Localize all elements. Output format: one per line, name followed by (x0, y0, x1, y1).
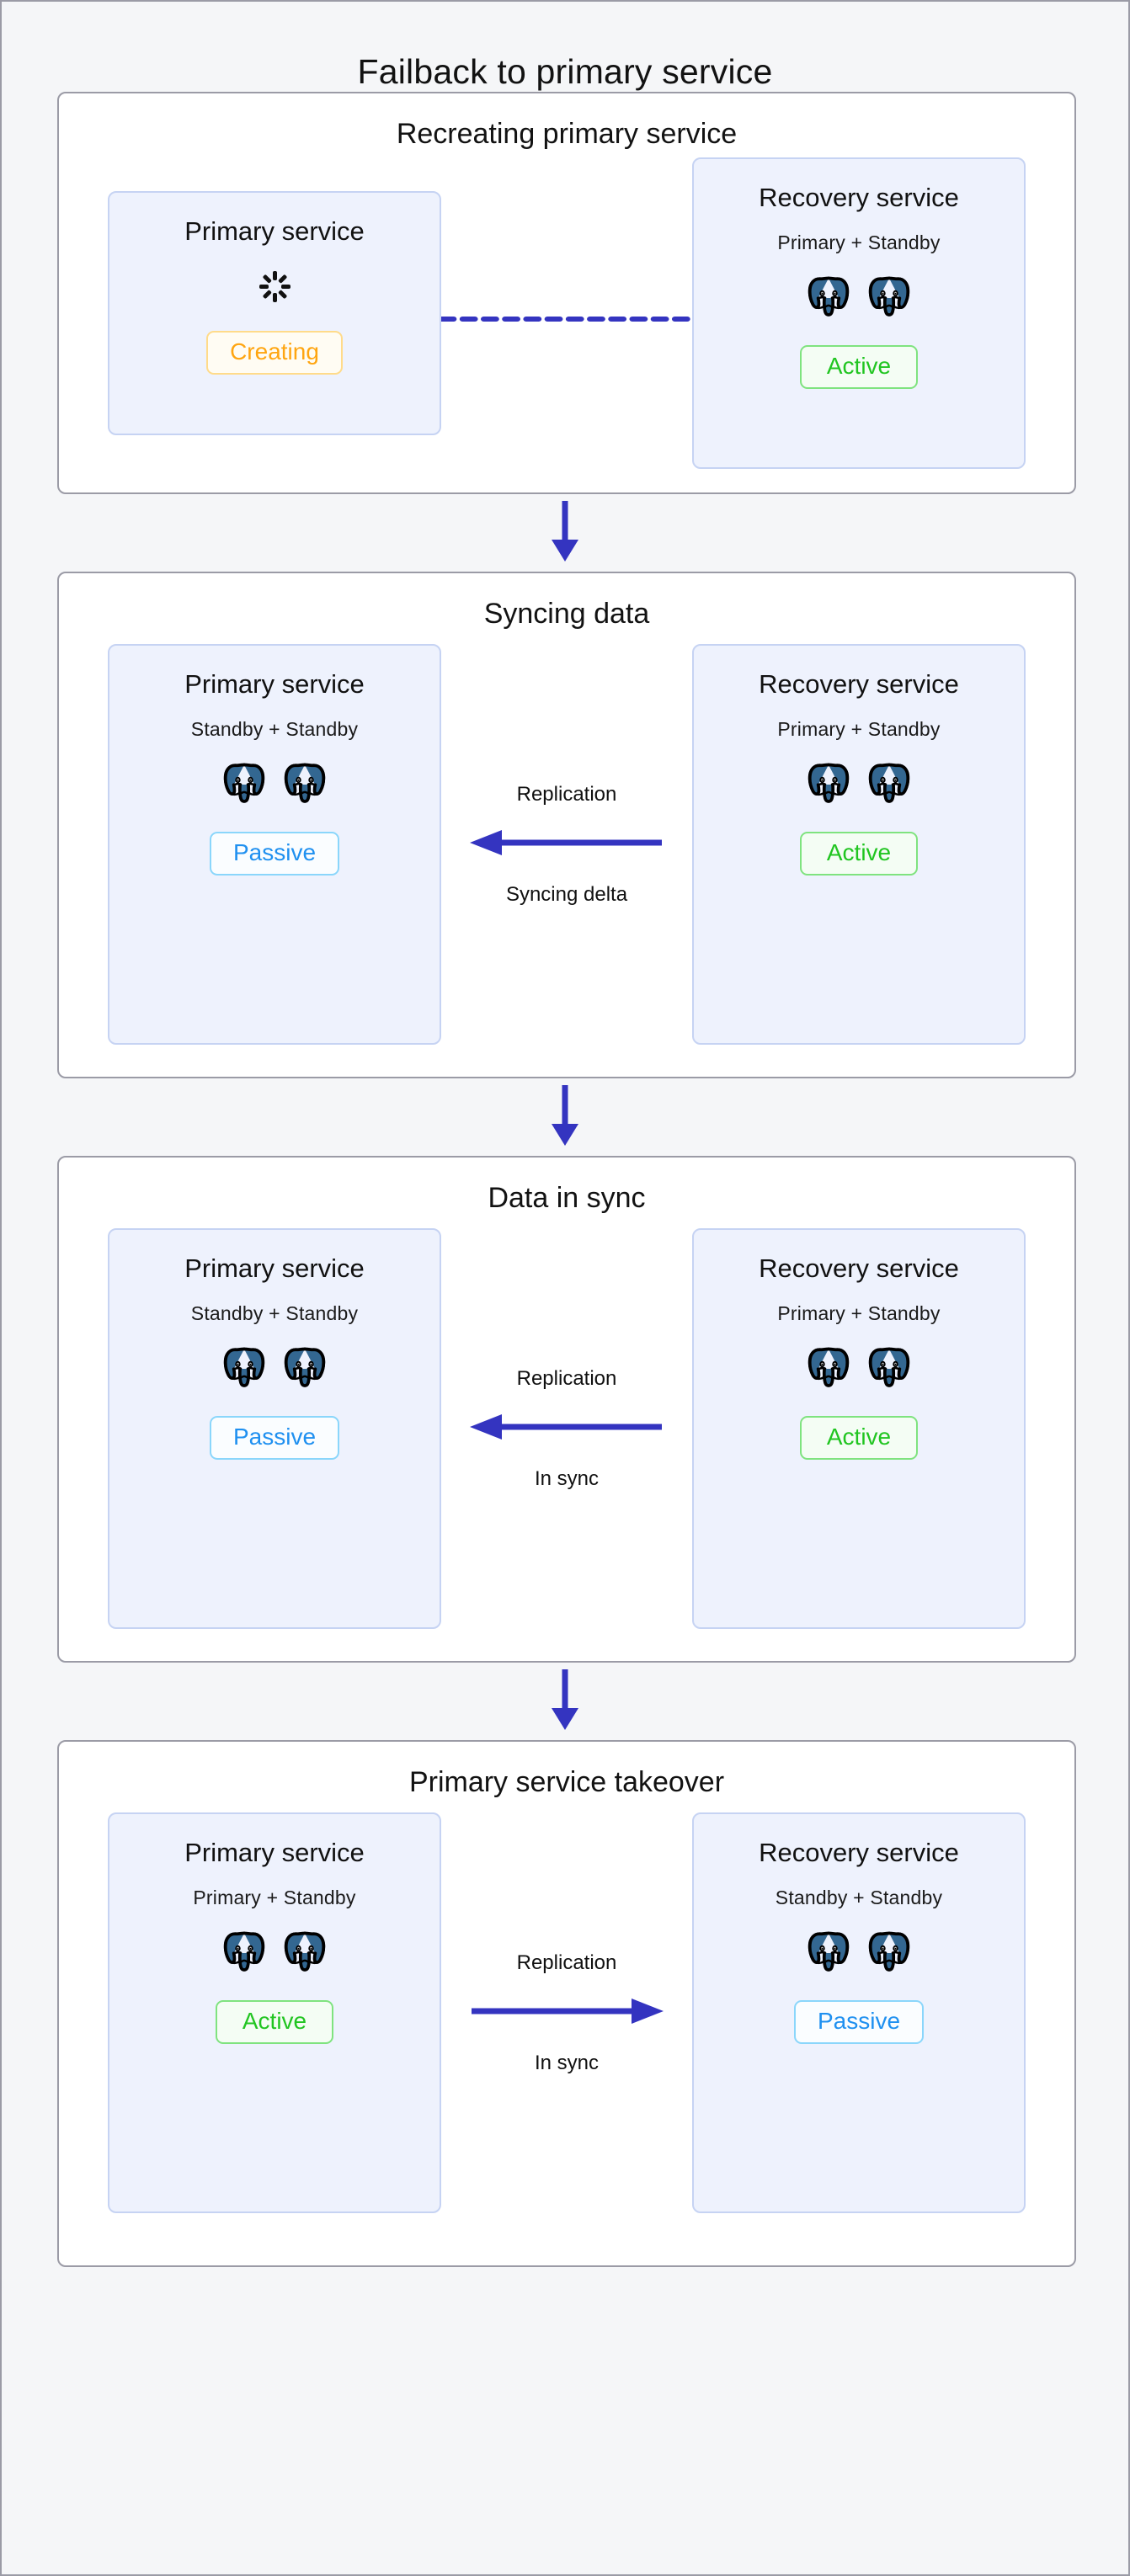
connector-label-bottom: In sync (534, 1466, 600, 1490)
recovery-service-card[interactable]: Recovery service Primary + Standby (692, 1228, 1026, 1629)
step-arrow-3 (57, 1663, 1073, 1740)
arrow-down-icon (549, 1083, 581, 1152)
arrow-left-icon (470, 828, 664, 861)
stage-body: Primary service Standby + Standby (59, 634, 1074, 1045)
status-badge: Active (800, 344, 918, 389)
status-badge: Active (800, 831, 918, 876)
stage-panel-recreating-primary-service: Recreating primary service Primary servi… (57, 92, 1076, 494)
connector-label-top: Replication (516, 1951, 617, 1974)
service-roles: Primary + Standby (193, 1886, 356, 1908)
arrow-down-icon (549, 499, 581, 567)
service-name: Recovery service (759, 1253, 959, 1283)
primary-service-card[interactable]: Primary service Creating (108, 191, 441, 435)
stage-title: Recreating primary service (396, 118, 738, 150)
connector-label-bottom: Syncing delta (505, 882, 628, 906)
service-roles: Standby + Standby (775, 1886, 943, 1908)
diagram-title: Failback to primary service (357, 52, 773, 91)
replication-connector (438, 311, 696, 322)
postgres-elephant-icon (284, 1931, 326, 1975)
status-badge: Active (216, 1999, 333, 2044)
service-roles: Primary + Standby (777, 1301, 941, 1324)
recovery-service-card[interactable]: Recovery service Primary + Standby (692, 644, 1026, 1045)
node-icon-group (223, 1931, 326, 1975)
replication-connector: Replication Syncing delta (441, 644, 692, 1045)
service-name: Recovery service (759, 1838, 959, 1867)
service-name: Primary service (184, 669, 365, 699)
stage-panel-syncing-data: Syncing data Primary service Standby + S… (57, 572, 1076, 1078)
spinner-icon (256, 269, 293, 306)
recovery-service-card[interactable]: Recovery service Standby + Standby (692, 1812, 1026, 2213)
stage-body: Primary service Standby + Standby (59, 1218, 1074, 1629)
status-badge: Passive (209, 831, 340, 876)
node-icon-group (223, 763, 326, 806)
service-roles: Standby + Standby (190, 717, 359, 740)
postgres-elephant-icon (808, 276, 850, 320)
service-roles: Standby + Standby (190, 1301, 359, 1324)
replication-connector: Replication In sync (441, 1812, 692, 2213)
node-icon-group (808, 1931, 910, 1975)
step-arrow-2 (57, 1078, 1073, 1156)
service-name: Recovery service (759, 183, 959, 212)
service-roles: Primary + Standby (777, 231, 941, 253)
service-name: Recovery service (759, 669, 959, 699)
service-name: Primary service (184, 1838, 365, 1867)
arrow-down-icon (549, 1668, 581, 1736)
arrow-right-icon (470, 1997, 664, 2030)
stage-list: Recreating primary service Primary servi… (2, 92, 1128, 2267)
replication-connector: Replication In sync (441, 1228, 692, 1629)
status-badge: Active (800, 1415, 918, 1460)
stage-title: Syncing data (483, 598, 650, 630)
node-icon-group (223, 1347, 326, 1391)
postgres-elephant-icon (808, 763, 850, 806)
service-roles: Primary + Standby (777, 717, 941, 740)
stage-body: Primary service Creating Recovery servic… (59, 154, 1074, 469)
postgres-elephant-icon (808, 1347, 850, 1391)
step-arrow-1 (57, 494, 1073, 572)
primary-service-card[interactable]: Primary service Standby + Standby (108, 644, 441, 1045)
connector-label-top: Replication (516, 782, 617, 806)
postgres-elephant-icon (223, 1347, 265, 1391)
node-icon-group (808, 1347, 910, 1391)
status-badge: Passive (209, 1415, 340, 1460)
connector-label-top: Replication (516, 1366, 617, 1390)
status-badge: Passive (793, 1999, 925, 2044)
status-badge: Creating (206, 330, 343, 375)
postgres-elephant-icon (868, 276, 910, 320)
recovery-service-card[interactable]: Recovery service Primary + Standby (692, 157, 1026, 469)
stage-title: Data in sync (488, 1182, 646, 1214)
stage-panel-data-in-sync: Data in sync Primary service Standby + S… (57, 1156, 1076, 1663)
primary-service-card[interactable]: Primary service Primary + Standby (108, 1812, 441, 2213)
arrow-left-icon (470, 1413, 664, 1445)
stage-title: Primary service takeover (408, 1766, 725, 1798)
postgres-elephant-icon (868, 763, 910, 806)
postgres-elephant-icon (868, 1931, 910, 1975)
node-icon-group (808, 763, 910, 806)
node-icon-group (808, 276, 910, 320)
postgres-elephant-icon (284, 763, 326, 806)
dashed-connector-line (438, 311, 696, 322)
postgres-elephant-icon (223, 763, 265, 806)
stage-body: Primary service Primary + Standby (59, 1802, 1074, 2213)
primary-service-card[interactable]: Primary service Standby + Standby (108, 1228, 441, 1629)
stage-panel-primary-service-takeover: Primary service takeover Primary service… (57, 1740, 1076, 2267)
postgres-elephant-icon (223, 1931, 265, 1975)
postgres-elephant-icon (284, 1347, 326, 1391)
service-name: Primary service (184, 216, 365, 246)
connector-label-bottom: In sync (534, 2051, 600, 2074)
postgres-elephant-icon (868, 1347, 910, 1391)
service-name: Primary service (184, 1253, 365, 1283)
postgres-elephant-icon (808, 1931, 850, 1975)
